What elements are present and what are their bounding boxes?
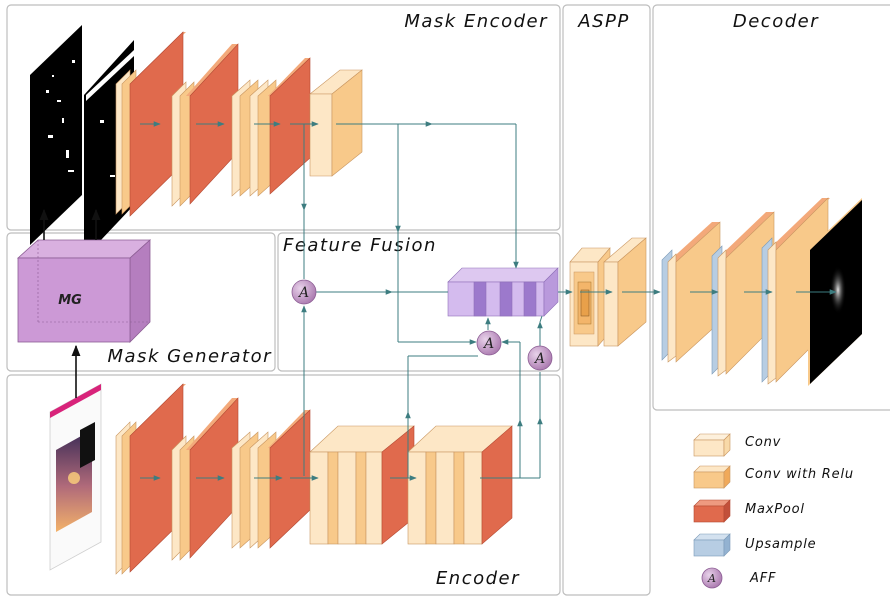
legend: Conv Conv with Relu MaxPool Upsample A A…	[693, 433, 854, 589]
aff-node-1-label: A	[297, 285, 309, 301]
legend-item-conv-relu: Conv with Relu	[693, 465, 854, 489]
legend-label-conv-relu: Conv with Relu	[745, 467, 854, 482]
mask-encoder-title: Mask Encoder	[404, 11, 548, 32]
enc-stage-3	[231, 409, 311, 549]
decoder-title: Decoder	[733, 11, 819, 32]
encoder-blocks	[115, 383, 513, 575]
encoder-panel	[6, 374, 561, 596]
feature-fusion-title: Feature Fusion	[283, 235, 437, 256]
legend-aff-icon-label: A	[707, 572, 716, 585]
panels	[6, 4, 890, 596]
aspp-panel	[562, 4, 651, 596]
aff-node-2: A	[476, 330, 502, 356]
mask-encoder-blocks	[115, 31, 363, 217]
legend-label-maxpool: MaxPool	[745, 502, 805, 517]
aspp-title: ASPP	[577, 11, 629, 32]
mask-generator-panel	[6, 232, 276, 372]
mg-block: MG	[16, 239, 152, 343]
mask-encoder-panel	[6, 4, 561, 231]
aff-node-1: A	[291, 279, 317, 305]
mg-arrows	[39, 208, 101, 398]
feature-fusion-panel	[277, 232, 561, 372]
mask-image-1	[30, 25, 82, 245]
mg-label: MG	[58, 293, 82, 308]
fusion-block	[447, 267, 559, 317]
enc-stage-1	[115, 383, 186, 575]
connections	[140, 121, 837, 481]
aff-node-2-label: A	[482, 336, 494, 352]
aff-nodes: A A A	[291, 279, 553, 371]
mask-enc-stage-3	[231, 57, 311, 197]
legend-item-upsample: Upsample	[693, 533, 816, 557]
legend-label-upsample: Upsample	[745, 537, 816, 552]
mask-generator-title: Mask Generator	[108, 346, 273, 367]
legend-item-conv: Conv	[693, 433, 781, 457]
aff-node-3-label: A	[533, 351, 545, 367]
enc-stage-5	[407, 425, 513, 545]
encoder-title: Encoder	[436, 568, 520, 589]
legend-label-aff: AFF	[749, 571, 776, 586]
mask-enc-stage-4	[309, 69, 363, 177]
decoder-blocks	[661, 197, 862, 386]
legend-item-aff: A AFF	[701, 567, 776, 589]
input-screenshot	[49, 383, 102, 571]
enc-stage-4	[309, 425, 415, 545]
aff-node-3: A	[527, 345, 553, 371]
mask-enc-stage-1	[115, 31, 186, 217]
decoder-panel	[652, 4, 890, 411]
legend-item-maxpool: MaxPool	[693, 499, 805, 523]
legend-label-conv: Conv	[745, 435, 781, 450]
